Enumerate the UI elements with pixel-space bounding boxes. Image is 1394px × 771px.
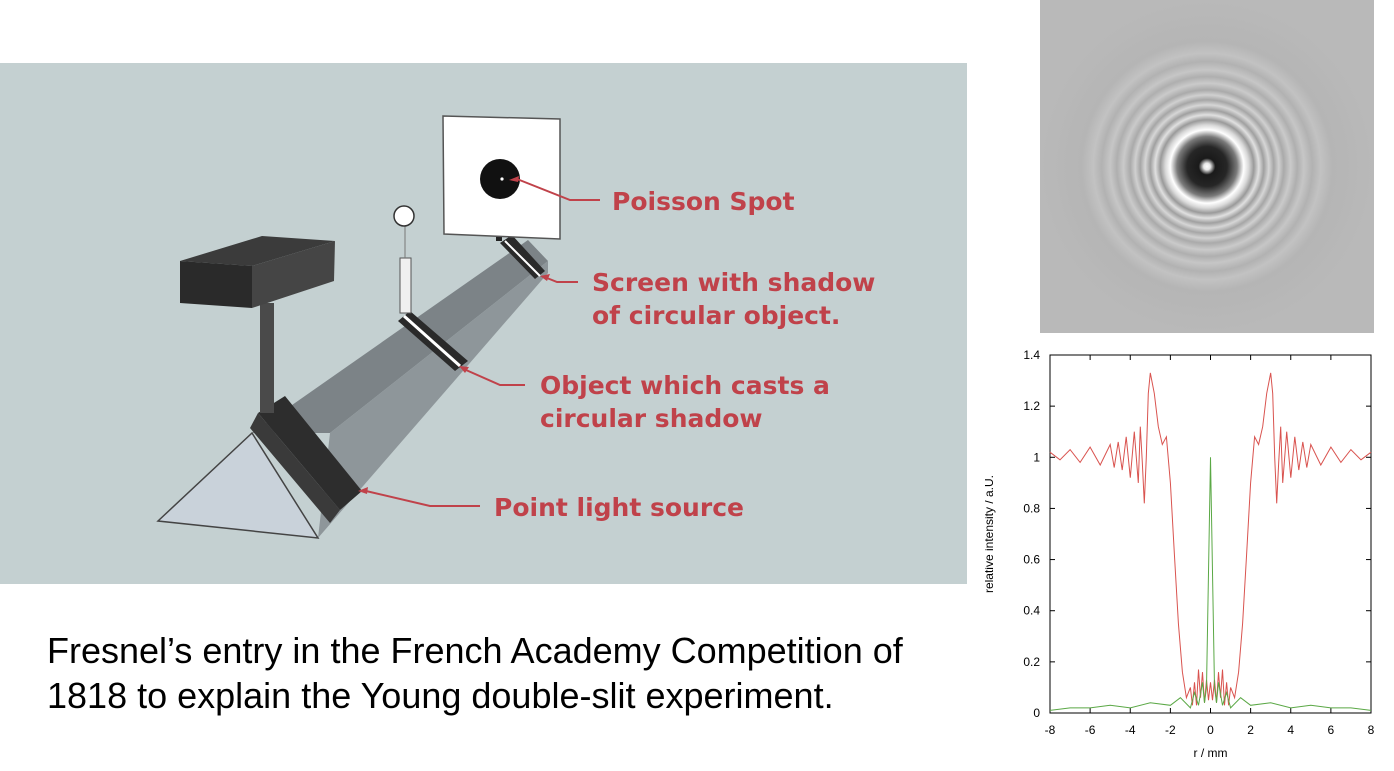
label-screen-line2: of circular object. (592, 301, 841, 330)
y-tick-label: 1 (1033, 450, 1040, 464)
label-point-source: Point light source (494, 493, 744, 522)
x-tick-label: -6 (1085, 723, 1096, 737)
rail-side-face (318, 261, 548, 538)
y-tick-label: 1.2 (1023, 399, 1040, 413)
plot-frame (1049, 354, 1372, 714)
caption-line1: Fresnel’s entry in the French Academy Co… (47, 630, 903, 671)
intensity-plot-svg: 0 0.2 0.4 0.6 0.8 1 1.2 1.4 -8 -6 -4 -2 0 2 4 6 8 r / mm r… (982, 348, 1375, 760)
rail-end-face (156, 431, 320, 539)
y-tick-label: 0.2 (1023, 655, 1040, 669)
source-box-front (180, 261, 252, 308)
x-tick-label: 0 (1207, 723, 1214, 737)
source-box-top (180, 236, 335, 266)
poisson-arrow (509, 176, 519, 182)
object-arrow (459, 366, 469, 373)
source-arrow (358, 487, 368, 494)
x-axis-label: r / mm (1194, 746, 1228, 760)
x-tick-label: 8 (1368, 723, 1375, 737)
slide-caption: Fresnel’s entry in the French Academy Co… (47, 628, 967, 718)
x-tick-label: -2 (1165, 723, 1176, 737)
label-screen: Screen with shadow of circular object. (592, 266, 875, 332)
label-object-line1: Object which casts a (540, 371, 830, 400)
x-tick-label: 2 (1247, 723, 1254, 737)
series-line-2 (1049, 457, 1372, 711)
poisson-leader (516, 178, 600, 201)
object-leader (465, 369, 525, 386)
y-axis-label: relative intensity / a.U. (985, 475, 996, 593)
diffraction-rings (1040, 0, 1374, 333)
series-line-1 (1049, 372, 1372, 706)
object-ball (393, 205, 415, 227)
label-object-line2: circular shadow (540, 404, 763, 433)
diffraction-pattern-image (1040, 0, 1374, 333)
screen-clamp-highlight (504, 240, 541, 277)
y-tick-label: 0 (1033, 706, 1040, 720)
y-tick-label: 1.4 (1023, 348, 1040, 362)
y-tick-label: 0.4 (1023, 604, 1040, 618)
x-tick-label: 4 (1287, 723, 1294, 737)
object-post (399, 257, 412, 314)
caption-line2: 1818 to explain the Young double-slit ex… (47, 675, 834, 716)
source-box-side (252, 241, 335, 308)
screen-leader (546, 277, 578, 283)
x-tick-label: -8 (1045, 723, 1056, 737)
y-tick-label: 0.6 (1023, 553, 1040, 567)
x-tick-label: 6 (1328, 723, 1335, 737)
rail-top-face (252, 240, 548, 433)
poisson-spot-dot (500, 177, 504, 181)
object-clamp-highlight (403, 314, 461, 368)
diagram-illustration (156, 115, 600, 539)
source-clamp (258, 396, 362, 510)
label-screen-line1: Screen with shadow (592, 268, 876, 297)
source-post (260, 303, 274, 413)
experiment-diagram: Poisson Spot Screen with shadow of circu… (0, 63, 967, 584)
source-clamp-side (250, 413, 340, 523)
x-tick-label: -4 (1125, 723, 1136, 737)
label-poisson-spot: Poisson Spot (612, 187, 795, 216)
screen-shadow-disc (480, 159, 520, 199)
source-leader (365, 490, 480, 507)
y-tick-label: 0.8 (1023, 501, 1040, 515)
label-object: Object which casts a circular shadow (540, 369, 830, 435)
intensity-plot: 0 0.2 0.4 0.6 0.8 1 1.2 1.4 -8 -6 -4 -2 0 2 4 6 8 r / mm r… (982, 343, 1385, 766)
